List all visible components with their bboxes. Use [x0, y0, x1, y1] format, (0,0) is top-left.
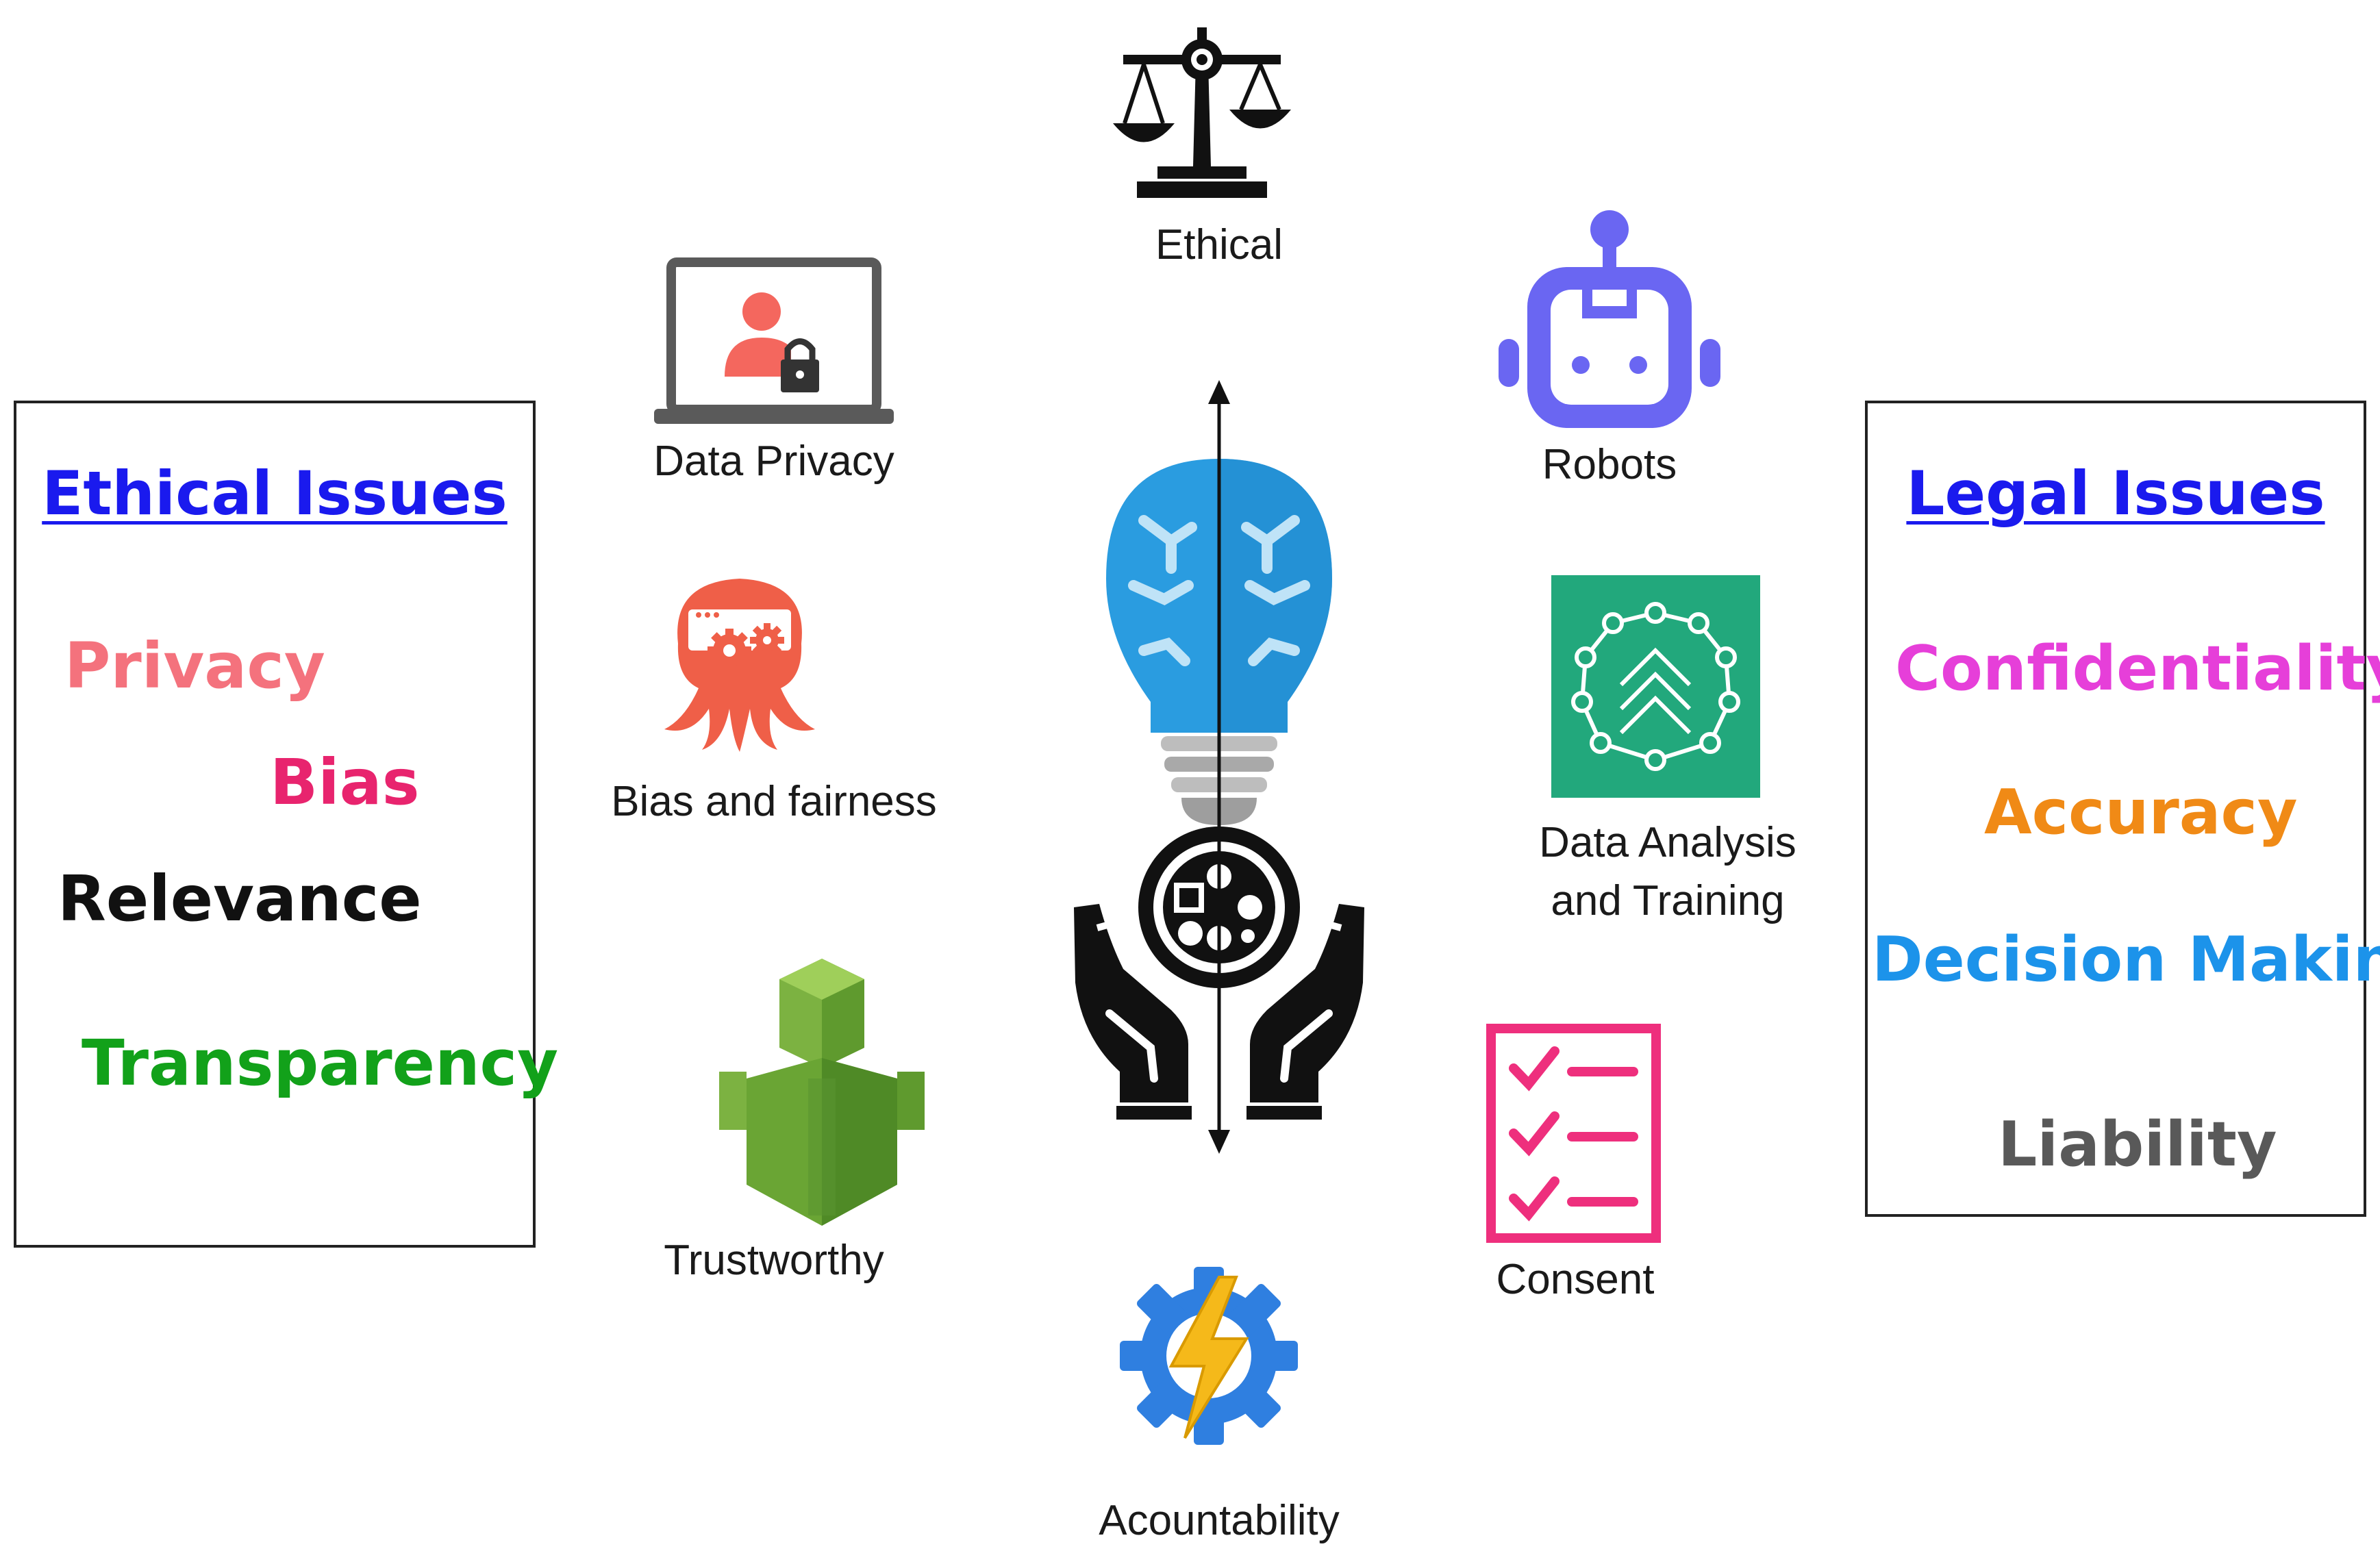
- legal-issues-title: Legal Issues: [1906, 458, 2325, 529]
- scales-icon: [1113, 27, 1291, 198]
- ethical-issues-box: Ethical Issues Privacy Bias Relevance Tr…: [14, 401, 558, 1248]
- ethical-issues-title: Ethical Issues: [42, 458, 508, 529]
- robot-icon: [1499, 210, 1720, 428]
- issue-accuracy: Accuracy: [1984, 777, 2298, 848]
- laptop-user-lock-icon: [654, 257, 894, 424]
- label-data-analysis-line2: and Training: [1551, 877, 1785, 924]
- issue-bias: Bias: [270, 746, 420, 819]
- issue-decision-making: Decision Making: [1872, 924, 2380, 996]
- issue-confidentiality: Confidentiality: [1895, 633, 2380, 705]
- label-ethical: Ethical: [1155, 221, 1283, 268]
- gear-lightning-icon: [1120, 1267, 1298, 1445]
- label-data-analysis-line1: Data Analysis: [1539, 819, 1796, 866]
- green-cubes-icon: [719, 959, 925, 1226]
- label-data-privacy: Data Privacy: [653, 438, 894, 485]
- label-robots: Robots: [1542, 441, 1677, 488]
- network-chevrons-icon: [1551, 575, 1760, 798]
- label-accountability: Acountability: [1099, 1497, 1340, 1544]
- label-trustworthy: Trustworthy: [664, 1237, 884, 1284]
- checklist-icon: [1486, 1024, 1661, 1243]
- label-consent: Consent: [1496, 1256, 1655, 1303]
- brain-bulb-hands-icon: [1074, 380, 1364, 1154]
- octopus-gears-icon: [664, 579, 815, 752]
- issue-transparency: Transparency: [82, 1026, 559, 1100]
- issue-relevance: Relevance: [58, 862, 422, 935]
- issue-privacy: Privacy: [64, 629, 325, 703]
- label-bias-fairness: Bias and fairness: [611, 778, 937, 825]
- legal-issues-box: Legal Issues Confidentiality Accuracy De…: [1865, 401, 2380, 1217]
- issue-liability: Liability: [1998, 1109, 2277, 1181]
